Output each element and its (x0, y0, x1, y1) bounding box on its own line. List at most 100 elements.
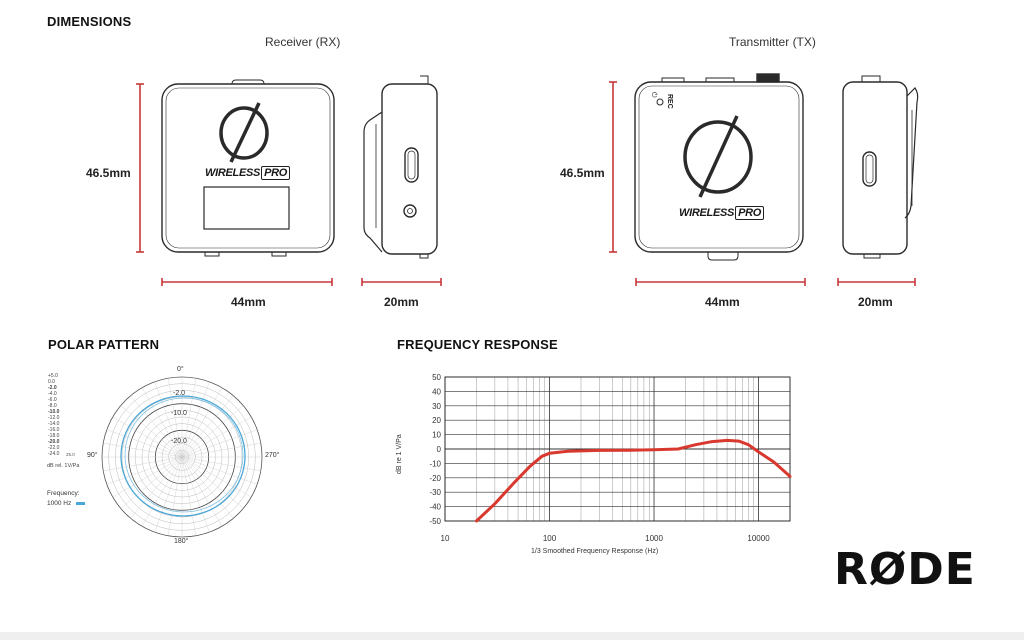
usb-c-port-icon (862, 151, 877, 187)
headphone-jack-icon (403, 204, 417, 218)
polar-spoke (106, 429, 183, 458)
dimensions-title: DIMENSIONS (47, 14, 132, 29)
frequency-y-tick-label: 50 (432, 373, 441, 382)
polar-spoke (141, 456, 183, 527)
frequency-response-title: FREQUENCY RESPONSE (397, 337, 558, 352)
frequency-y-tick-label: 40 (432, 387, 441, 396)
footer-strip (0, 632, 1024, 640)
polar-angle-bottom: 180° (174, 538, 189, 545)
polar-spoke (181, 416, 252, 458)
polar-spoke (120, 456, 183, 509)
frequency-x-axis-label: 1/3 Smoothed Frequency Response (Hz) (531, 548, 659, 555)
frequency-y-tick-label: -50 (429, 517, 441, 526)
polar-scale-tick: -18.0 (48, 433, 60, 439)
wordmark-text: WIRELESS (205, 167, 261, 179)
transmitter-width-label: 44mm (705, 295, 740, 309)
polar-scale-tick: 0.0 (48, 379, 55, 385)
frequency-plot-frame (444, 376, 791, 522)
polar-scale-tick: -20.0 (48, 439, 60, 445)
frequency-y-tick-label: -20 (429, 474, 441, 483)
polar-spoke (103, 442, 183, 458)
polar-spoke (181, 456, 234, 519)
polar-spoke (181, 456, 261, 472)
dimension-arrows (136, 81, 916, 286)
polar-response-curve (124, 397, 244, 513)
polar-spoke (130, 395, 183, 458)
frequency-x-tick-label: 10000 (747, 534, 770, 543)
polar-scale-unit: dB rel. 1V/Pa (47, 463, 80, 469)
receiver-depth-label: 20mm (384, 295, 419, 309)
polar-spoke (130, 456, 183, 519)
polar-scale-tick: -12.0 (48, 415, 60, 421)
polar-scale-tick: -8.0 (48, 403, 57, 409)
polar-spoke (112, 416, 183, 458)
polar-frequency-value: 1000 Hz (47, 500, 86, 507)
polar-spoke (181, 456, 197, 536)
frequency-x-tick-label: 1000 (645, 534, 663, 543)
frequency-y-tick-label: -40 (429, 503, 441, 512)
transmitter-caption: Transmitter (TX) (729, 35, 816, 49)
receiver-height-label: 46.5mm (86, 166, 131, 180)
polar-scale-tick: -16.0 (48, 427, 60, 433)
polar-scale-tick: -10.0 (48, 409, 60, 415)
polar-angle-right: 270° (265, 452, 280, 459)
polar-spoke (181, 456, 210, 533)
polar-scale-tick: -2.0 (48, 385, 57, 391)
wordmark-badge: PRO (735, 206, 764, 220)
receiver-screen (203, 186, 290, 230)
transmitter-side-view (842, 75, 919, 259)
polar-spoke (181, 456, 223, 527)
polar-spoke (181, 442, 261, 458)
polar-angle-top: 0° (177, 366, 184, 373)
frequency-x-tick-label: 100 (543, 534, 557, 543)
frequency-y-tick-label: 10 (432, 431, 441, 440)
polar-scale-tick: -22.0 (48, 445, 60, 451)
receiver-side-view (363, 75, 438, 259)
frequency-y-tick-label: 20 (432, 416, 441, 425)
frequency-y-tick-label: -30 (429, 488, 441, 497)
polar-pattern-title: POLAR PATTERN (48, 337, 160, 352)
polar-spoke (181, 405, 244, 458)
frequency-x-tick-label: 10 (441, 534, 450, 543)
frequency-y-tick-label: 30 (432, 402, 441, 411)
transmitter-top-button (756, 73, 780, 83)
frequency-value-text: 1000 Hz (47, 500, 72, 507)
wordmark-badge: PRO (261, 166, 290, 180)
rode-logo: RØDE (834, 544, 976, 595)
polar-scale-extra: 25.0 (66, 452, 75, 457)
polar-spoke (154, 456, 183, 533)
phi-logo-icon (219, 102, 269, 163)
polar-spoke (106, 456, 183, 485)
receiver-caption: Receiver (RX) (265, 35, 341, 49)
polar-scale-tick: -4.0 (48, 391, 57, 397)
transmitter-height-label: 46.5mm (560, 166, 605, 180)
phi-logo-icon (683, 115, 753, 198)
power-led-icon (656, 98, 664, 106)
frequency-y-axis-label: dB re 1 V/Pa (396, 434, 403, 474)
polar-ring-label: -10.0 (171, 410, 187, 417)
frequency-y-tick-label: -10 (429, 459, 441, 468)
polar-spoke (181, 456, 258, 485)
frequency-swatch (76, 501, 86, 505)
polar-scale-tick: -6.0 (48, 397, 57, 403)
frequency-response-line (475, 438, 792, 523)
polar-spoke (181, 387, 223, 458)
polar-spoke (103, 456, 183, 472)
polar-spoke (181, 456, 252, 498)
polar-scale-tick: -24.0 (48, 451, 60, 457)
polar-ring-label: -2.0 (173, 390, 186, 397)
receiver-front-view (161, 79, 335, 257)
wordmark-text: WIRELESS (679, 207, 735, 219)
usb-c-port-icon (404, 147, 419, 183)
polar-spoke (112, 456, 183, 498)
polar-spoke (167, 456, 183, 536)
polar-ring-label: -20.0 (171, 438, 187, 445)
polar-angle-left: 90° (87, 452, 98, 459)
polar-spoke (120, 405, 183, 458)
polar-spoke (181, 456, 244, 509)
polar-response-curve (120, 395, 246, 517)
